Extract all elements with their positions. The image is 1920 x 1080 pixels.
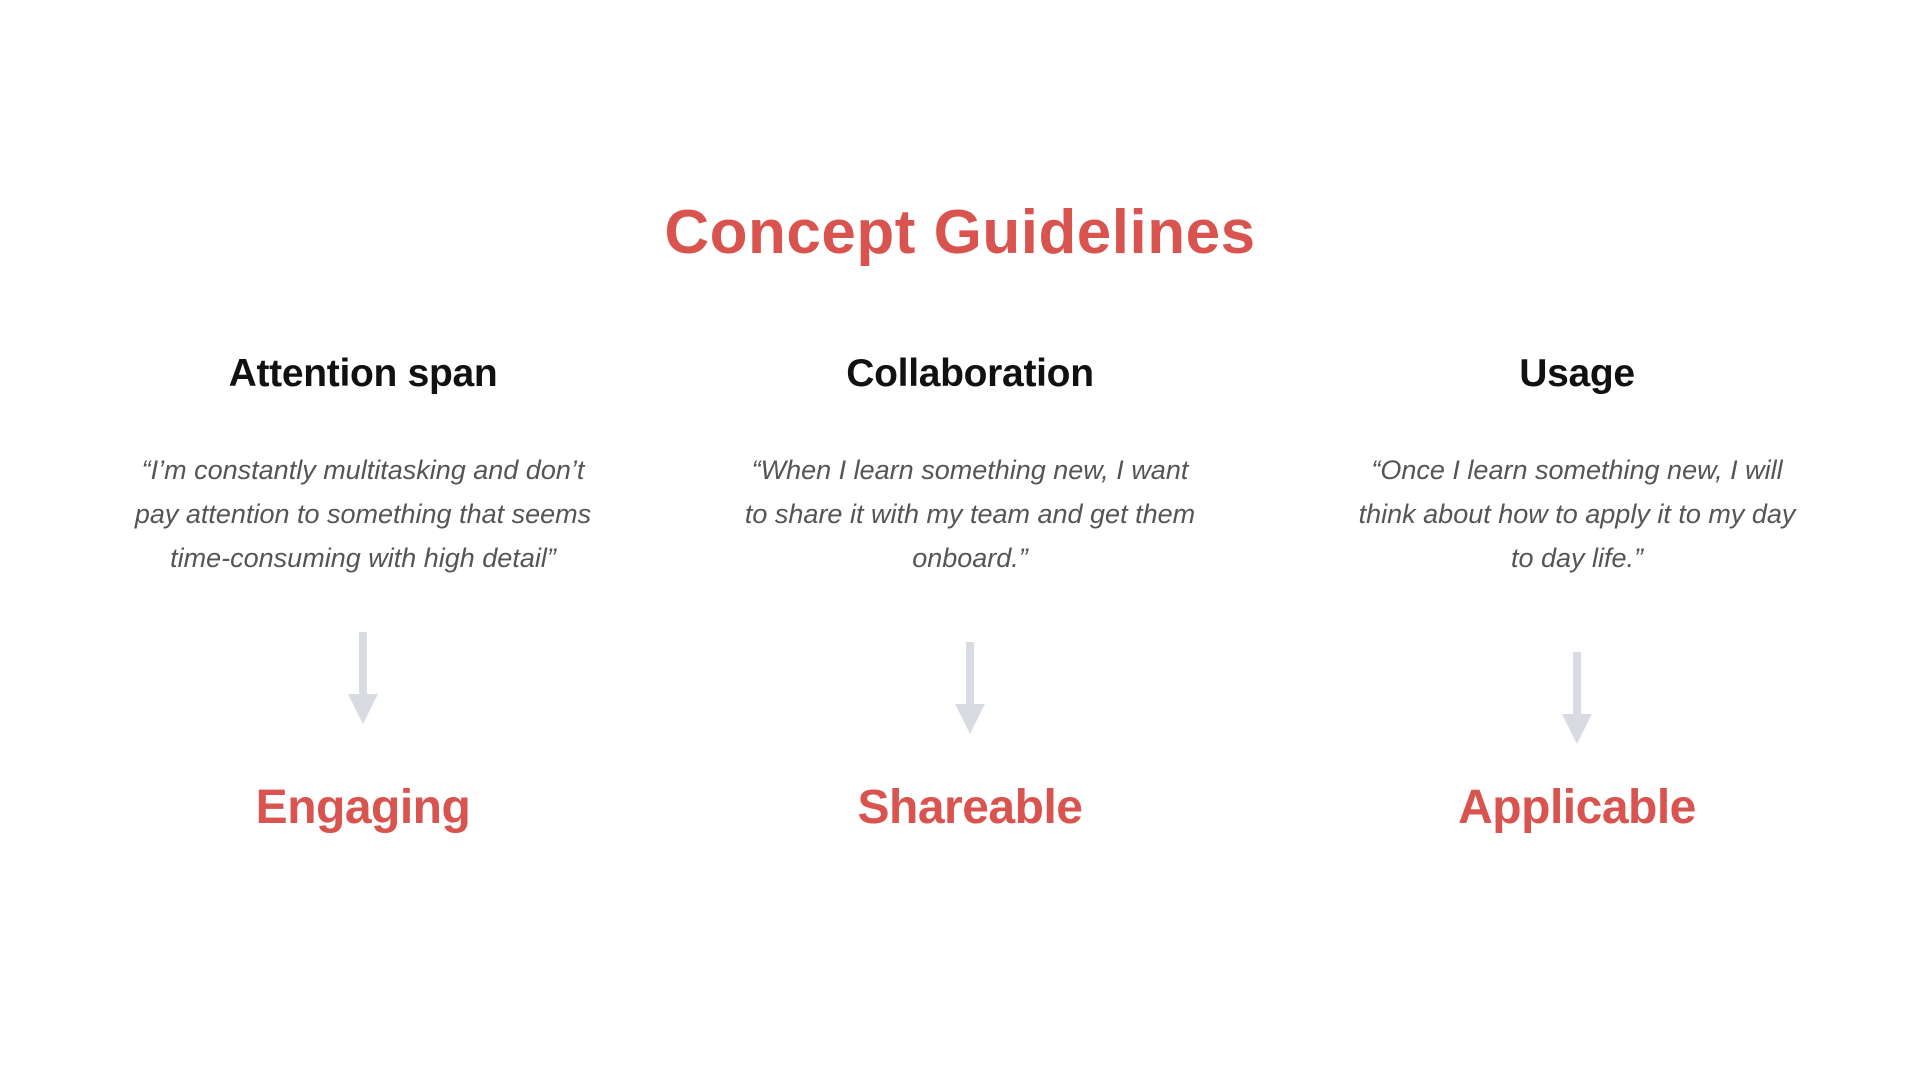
page-title: Concept Guidelines: [664, 198, 1256, 267]
quote-line: “Once I learn something new, I will: [1371, 455, 1783, 485]
quote-line: “I’m constantly multitasking and don’t: [141, 455, 585, 485]
guideline-result: Applicable: [1458, 781, 1696, 834]
quote-line: “When I learn something new, I want: [751, 455, 1189, 485]
quote-line: think about how to apply it to my day: [1358, 499, 1796, 529]
guideline-result: Engaging: [255, 781, 471, 834]
user-quote: “I’m constantly multitasking and don’t p…: [83, 448, 643, 580]
arrow-down-icon: [955, 642, 985, 734]
column-heading: Usage: [1519, 352, 1635, 395]
user-quote: “When I learn something new, I want to s…: [690, 448, 1250, 580]
guideline-column-collaboration: Collaboration “When I learn something ne…: [690, 0, 1250, 1080]
arrow-down-icon: [1562, 652, 1592, 744]
quote-line: onboard.”: [912, 543, 1028, 573]
quote-line: time-consuming with high detail”: [170, 543, 556, 573]
column-heading: Collaboration: [846, 352, 1094, 395]
arrow-down-icon: [348, 632, 378, 724]
quote-line: to day life.”: [1510, 543, 1644, 573]
user-quote: “Once I learn something new, I will thin…: [1297, 448, 1857, 580]
quote-line: to share it with my team and get them: [744, 499, 1196, 529]
guideline-result: Shareable: [857, 781, 1083, 834]
quote-line: pay attention to something that seems: [134, 499, 592, 529]
column-heading: Attention span: [228, 352, 498, 395]
guideline-column-attention-span: Attention span “I’m constantly multitask…: [83, 0, 643, 1080]
guideline-column-usage: Usage “Once I learn something new, I wil…: [1297, 0, 1857, 1080]
